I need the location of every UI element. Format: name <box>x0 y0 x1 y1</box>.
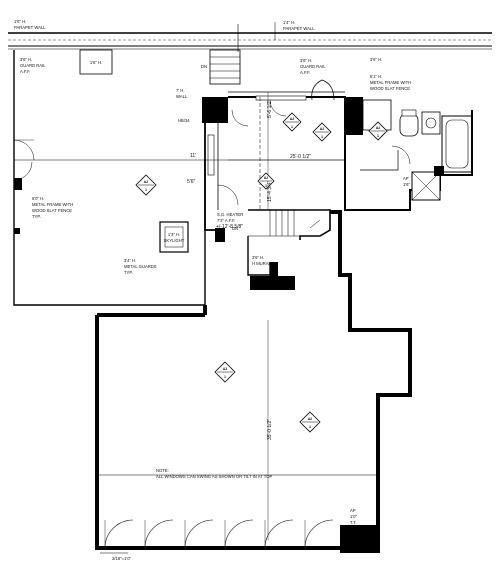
svg-text:7'3" A.F.F.: 7'3" A.F.F. <box>217 218 235 223</box>
svg-text:METAL GUARDS: METAL GUARDS <box>124 264 157 269</box>
section-tag-main: A2 1 <box>135 174 157 196</box>
annotations: 1'6" H. PARAPET WALL 1'4" H. PARAPET WAL… <box>14 19 411 561</box>
svg-text:1'6" H.: 1'6" H. <box>90 60 102 65</box>
svg-text:HB/34: HB/34 <box>178 118 190 123</box>
svg-text:PARAPET WALL: PARAPET WALL <box>14 25 46 30</box>
dimension-lines <box>228 92 345 540</box>
svg-text:SKYLIGHT: SKYLIGHT <box>164 238 185 243</box>
guard-rail-center-label: 3'6" H. <box>300 58 312 63</box>
svg-text:DN: DN <box>201 64 207 69</box>
lower-stair <box>247 209 331 290</box>
svg-text:A2: A2 <box>290 117 295 121</box>
svg-text:11': 11' <box>190 153 196 159</box>
metal-guards-label: 3'4" H. <box>124 258 136 263</box>
upper-terrace <box>13 49 206 306</box>
window-swings <box>104 519 334 549</box>
section-tag-room: A2 1 <box>257 172 275 190</box>
svg-text:A2: A2 <box>264 176 269 180</box>
section-tag-low1: A2 1 <box>214 361 236 383</box>
skylight <box>159 221 189 253</box>
svg-text:METAL FRAME WITH: METAL FRAME WITH <box>32 202 73 207</box>
parapet-walls <box>8 22 492 52</box>
dim-mid-small: +/-12'-8 5/8" <box>216 224 243 230</box>
parapet-right-label: 1'4" H. <box>283 20 295 25</box>
svg-text:1: 1 <box>145 188 147 192</box>
svg-text:PARAPET WALL: PARAPET WALL <box>283 26 315 31</box>
svg-text:AP: AP <box>350 508 356 513</box>
windows-note-title: NOTE: <box>156 468 169 473</box>
svg-text:AP: AP <box>403 176 409 181</box>
lower-room-walls <box>95 210 412 553</box>
svg-text:1: 1 <box>224 375 226 379</box>
svg-text:H MURAL: H MURAL <box>252 261 272 266</box>
dimension-text: 5'-6 1/2" 25'-0 1/2" 15'-4 3/4" +/-12'-8… <box>187 99 311 440</box>
dim-vert-long: 35'-0 1/2" <box>267 419 273 440</box>
svg-text:T.T.: T.T. <box>350 520 357 525</box>
skylight-label: 1'3" H. <box>168 232 180 237</box>
section-tag-low2: A2 1 <box>299 411 321 433</box>
svg-text:METAL FRAME WITH: METAL FRAME WITH <box>370 80 411 85</box>
svg-text:5'6": 5'6" <box>187 179 196 185</box>
scale-label: 3/16"=1'0" <box>112 556 132 561</box>
svg-text:A2: A2 <box>376 126 381 130</box>
section-tag-upper: A2 1 <box>282 112 302 132</box>
svg-text:1'6": 1'6" <box>403 182 410 187</box>
svg-text:DN: DN <box>232 226 238 231</box>
metal-frame-left-label: 6'0" H. <box>32 196 44 201</box>
svg-text:1: 1 <box>309 425 311 429</box>
svg-text:1'0": 1'0" <box>350 514 357 519</box>
svg-text:GUARD RAIL: GUARD RAIL <box>20 63 46 68</box>
svg-text:WOOD SLAT FENCE: WOOD SLAT FENCE <box>32 208 72 213</box>
svg-text:A.F.F.: A.F.F. <box>300 70 310 75</box>
svg-text:1: 1 <box>265 184 267 188</box>
metal-frame-right-label: 6'1" H. <box>370 74 382 79</box>
mural-label: 3'6" H. <box>252 255 264 260</box>
windows-note: ALL WINDOWS CAN SWING AS SHOWN OR TILT I… <box>156 474 273 479</box>
upper-stair <box>209 49 241 85</box>
svg-text:WALL: WALL <box>176 94 188 99</box>
svg-text:WOOD SLAT FENCE: WOOD SLAT FENCE <box>370 86 410 91</box>
box-1-6 <box>79 49 113 75</box>
svg-text:TYP.: TYP. <box>124 270 133 275</box>
svg-text:TYP.: TYP. <box>32 214 41 219</box>
svg-text:1: 1 <box>321 135 323 139</box>
svg-text:7' H.: 7' H. <box>176 88 184 93</box>
section-tag-bath: A2 1 <box>368 121 388 141</box>
heater-label: S.G. HEATER <box>217 212 243 217</box>
dim-vert-mid: 15'-4 3/4" <box>267 181 273 202</box>
guard-rail-tl-label: 3'6" H. <box>20 57 32 62</box>
svg-text:A2: A2 <box>320 127 325 131</box>
section-tag-mid: A2 1 <box>312 122 332 142</box>
core-walls <box>202 79 473 211</box>
svg-text:1: 1 <box>291 125 293 129</box>
dim-horizontal: 25'-0 1/2" <box>290 154 311 160</box>
parapet-left-label: 1'6" H. <box>14 19 26 24</box>
svg-text:3'6" H.: 3'6" H. <box>370 57 382 62</box>
svg-text:1: 1 <box>377 134 379 138</box>
svg-text:A2: A2 <box>308 417 313 421</box>
svg-text:A2: A2 <box>223 367 228 371</box>
dim-vert-top: 5'-6 1/2" <box>267 99 273 118</box>
svg-text:GUARD RAIL: GUARD RAIL <box>300 64 326 69</box>
svg-text:A.F.F.: A.F.F. <box>20 69 30 74</box>
svg-text:A2: A2 <box>144 180 149 184</box>
